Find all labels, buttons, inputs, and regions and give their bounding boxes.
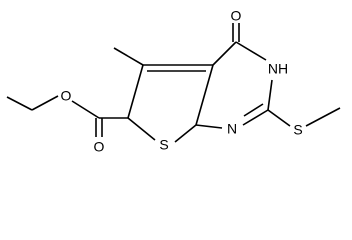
molecule-drawing: O NH N S S O O [6, 8, 341, 155]
atom-nh: NH [268, 61, 288, 77]
bond-c4-n3 [235, 41, 267, 61]
bond-c5-methyl [113, 47, 144, 66]
bond-c2-smethyl [267, 109, 291, 127]
bond-n3-c2 [267, 79, 273, 111]
bond-s-c7a [174, 124, 197, 143]
bond-c6-s [127, 117, 156, 141]
atom-s-methyl: S [293, 122, 302, 138]
bond-smethyl-ch3 [305, 107, 341, 127]
atom-o-carbonyl: O [94, 139, 105, 155]
structure-diagram: O NH N S S O O [6, 8, 341, 155]
atom-labels: O NH N S S O O [61, 8, 303, 155]
bond-ch2-ch3 [6, 96, 33, 111]
bond-c5-c6 [127, 64, 144, 119]
atom-o-ester: O [61, 88, 72, 104]
bond-c4-c4a [212, 41, 237, 66]
bond-c2-n1 [242, 109, 269, 126]
bond-n1-c7a [195, 124, 223, 129]
bond-c2-n1-inner [243, 103, 264, 117]
bond-c7a-c4a [195, 64, 214, 126]
atom-o-keto: O [231, 8, 242, 24]
bonds [6, 23, 341, 143]
bond-ccarbonyl-oester [71, 100, 100, 119]
atom-s-ring: S [159, 137, 168, 153]
atom-n-ring: N [227, 121, 237, 137]
bond-oester-ch2 [31, 95, 59, 111]
